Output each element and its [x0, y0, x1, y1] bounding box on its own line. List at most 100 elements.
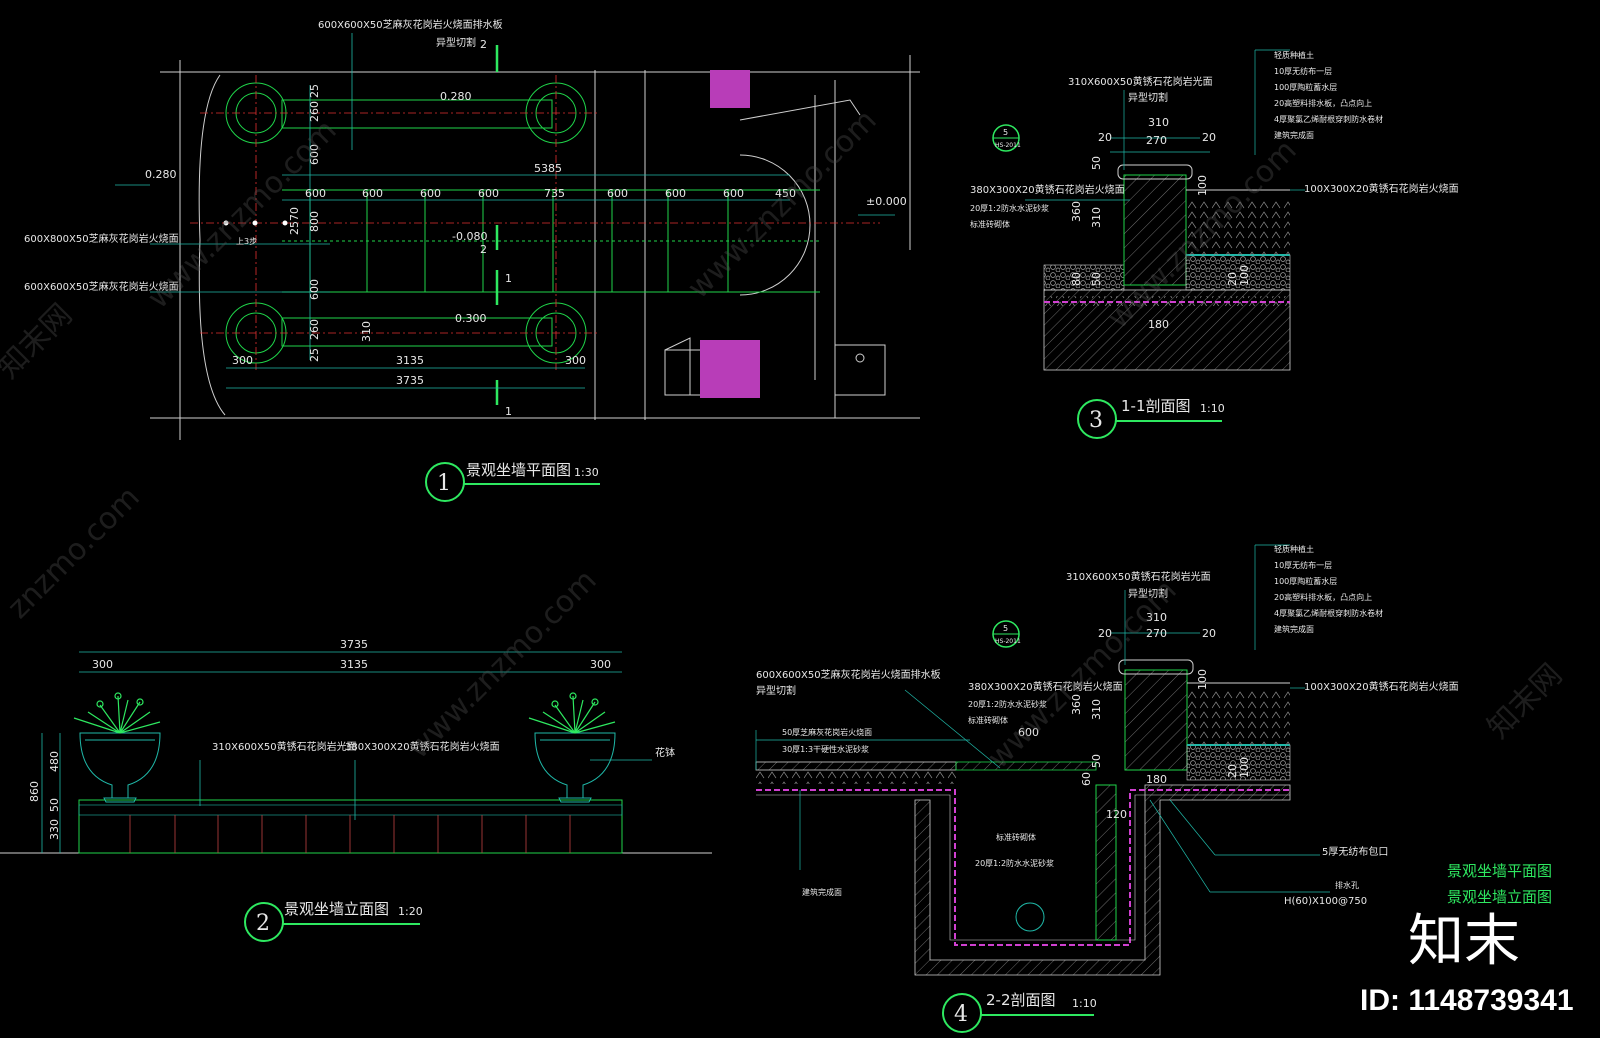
s2-label-hole-spec: H(60)X100@750 [1284, 896, 1367, 907]
section-mark-1-bottom: 1 [505, 405, 512, 418]
svg-text:HS-2011: HS-2011 [995, 638, 1021, 645]
plan-dim-300-right: 300 [565, 354, 586, 367]
svg-text:360: 360 [1070, 694, 1083, 715]
level-top: 0.280 [440, 90, 472, 103]
s2-label-dry-mortar: 30厚1:3干硬性水泥砂浆 [782, 744, 869, 754]
svg-text:100厚陶粒蓄水层: 100厚陶粒蓄水层 [1274, 82, 1337, 92]
view-title-2: 2 景观坐墙立面图 1:20 [244, 900, 423, 942]
svg-text:3: 3 [1089, 408, 1103, 433]
view-title-4: 4 2-2剖面图 1:10 [942, 991, 1097, 1033]
plan-label-shape-cut: 异型切割 [436, 36, 476, 49]
svg-text:20高塑料排水板，凸点向上: 20高塑料排水板，凸点向上 [1274, 592, 1372, 602]
s1-label-cut: 异型切割 [1128, 91, 1168, 104]
svg-text:www.znzmo.com: www.znzmo.com [401, 563, 604, 766]
svg-text:25: 25 [308, 348, 321, 362]
svg-text:50: 50 [48, 798, 61, 812]
svg-text:20: 20 [1098, 131, 1112, 144]
svg-text:860: 860 [28, 781, 41, 802]
brand-id: ID: 1148739341 [1360, 984, 1574, 1017]
plan-dims-vertical: 25 260 600 2570 800 600 260 25 310 [288, 84, 373, 362]
elev-label-face: 380X300X20黄锈石花岗岩火烧面 [345, 740, 500, 753]
svg-text:建筑完成面: 建筑完成面 [1274, 624, 1314, 634]
elev-label-cap: 310X600X50黄锈石花岗岩光面 [212, 740, 357, 753]
svg-text:60: 60 [1080, 772, 1093, 786]
svg-text:310: 310 [1146, 611, 1167, 624]
plan-dim-300-left: 300 [232, 354, 253, 367]
section-2-view: 5 HS-2011 310X600X50黄锈石花岗岩光面 异型切割 600X60… [755, 544, 1459, 976]
svg-text:轻质种植土: 轻质种植土 [1274, 50, 1314, 60]
svg-text:360: 360 [1070, 201, 1083, 222]
view-title-3: 3 1-1剖面图 1:10 [1077, 397, 1225, 439]
svg-text:180: 180 [1146, 773, 1167, 786]
s2-layers: 轻质种植土 10厚无纺布一层 100厚陶粒蓄水层 20高塑料排水板，凸点向上 4… [1274, 544, 1383, 634]
svg-text:260: 260 [308, 101, 321, 122]
svg-text:1:20: 1:20 [398, 905, 423, 918]
svg-text:600: 600 [665, 187, 686, 200]
svg-text:轻质种植土: 轻质种植土 [1274, 544, 1314, 554]
s1-label-brick: 标准砖砌体 [970, 219, 1010, 229]
svg-text:310: 310 [1148, 116, 1169, 129]
svg-text:310: 310 [360, 321, 373, 342]
plan-label-stone-600: 600X600X50芝麻灰花岗岩火烧面 [24, 280, 179, 293]
section-mark-2-top: 2 [480, 38, 487, 51]
level-bottom: 0.300 [455, 312, 487, 325]
svg-text:4厚聚氯乙烯耐根穿刺防水卷材: 4厚聚氯乙烯耐根穿刺防水卷材 [1274, 608, 1383, 618]
svg-text:HS-2011: HS-2011 [995, 142, 1021, 149]
s2-label-brick2: 标准砖砌体 [996, 832, 1036, 842]
s2-label-cut: 异型切割 [1128, 587, 1168, 600]
legend-plan: 景观坐墙平面图 [1447, 862, 1552, 880]
svg-text:270: 270 [1146, 627, 1167, 640]
plan-label-stone-800: 600X800X50芝麻灰花岗岩火烧面 [24, 232, 179, 245]
s2-label-cut2: 异型切割 [756, 684, 796, 697]
svg-text:1-1剖面图: 1-1剖面图 [1121, 397, 1191, 415]
section-mark-1-mid: 1 [505, 272, 512, 285]
svg-text:4厚聚氯乙烯耐根穿刺防水卷材: 4厚聚氯乙烯耐根穿刺防水卷材 [1274, 114, 1383, 124]
planter-right [534, 732, 616, 803]
svg-text:270: 270 [1146, 134, 1167, 147]
s2-label-hole: 排水孔 [1335, 880, 1359, 890]
elevation-view: 3735 300 3135 300 310X600X50黄锈石花岗岩光面 380… [0, 638, 712, 854]
svg-text:600: 600 [308, 144, 321, 165]
svg-text:1: 1 [437, 471, 451, 496]
svg-text:310: 310 [1090, 207, 1103, 228]
s2-label-mortar: 20厚1:2防水水泥砂浆 [968, 699, 1047, 709]
svg-text:480: 480 [48, 751, 61, 772]
svg-text:100: 100 [1196, 669, 1209, 690]
svg-text:600: 600 [1018, 726, 1039, 739]
svg-text:1:10: 1:10 [1200, 402, 1225, 415]
svg-text:50: 50 [1090, 754, 1103, 768]
svg-text:600: 600 [607, 187, 628, 200]
s2-label-paving: 100X300X20黄锈石花岗岩火烧面 [1304, 680, 1459, 693]
svg-text:1:30: 1:30 [574, 466, 599, 479]
svg-text:znzmo.com: znzmo.com [1, 480, 147, 626]
elev-dim-mid: 3135 [340, 658, 368, 671]
svg-text:建筑完成面: 建筑完成面 [1274, 130, 1314, 140]
s2-label-sesame: 50厚芝麻灰花岗岩火烧面 [782, 727, 872, 737]
svg-text:600: 600 [723, 187, 744, 200]
svg-text:2: 2 [256, 911, 270, 936]
svg-text:10厚无纺布一层: 10厚无纺布一层 [1274, 66, 1332, 76]
s1-label-cap: 310X600X50黄锈石花岗岩光面 [1068, 75, 1213, 88]
svg-text:知末网: 知末网 [1481, 657, 1569, 745]
elev-dim-total: 3735 [340, 638, 368, 651]
svg-text:180: 180 [1148, 318, 1169, 331]
svg-text:600: 600 [478, 187, 499, 200]
svg-text:10厚无纺布一层: 10厚无纺布一层 [1274, 560, 1332, 570]
step-note: 上3步 [236, 237, 257, 246]
view-title-1: 1 景观坐墙平面图 1:30 [425, 461, 600, 502]
s2-label-finish: 建筑完成面 [802, 887, 842, 897]
plan-view: 2 2 1 1 600X600X50芝麻灰花岗岩火烧面排水板 异型切割 600X… [24, 18, 920, 440]
svg-text:知末网: 知末网 [0, 297, 79, 385]
svg-text:20: 20 [1202, 627, 1216, 640]
svg-text:100: 100 [1238, 757, 1251, 778]
svg-text:330: 330 [48, 819, 61, 840]
elev-dim-left: 300 [92, 658, 113, 671]
svg-text:1:10: 1:10 [1072, 997, 1097, 1010]
svg-text:20高塑料排水板，凸点向上: 20高塑料排水板，凸点向上 [1274, 98, 1372, 108]
svg-text:20: 20 [1098, 627, 1112, 640]
svg-text:800: 800 [308, 211, 321, 232]
magenta-block-top [710, 70, 750, 108]
section-mark-2-mid: 2 [480, 243, 487, 256]
level-left: 0.280 [145, 168, 177, 181]
